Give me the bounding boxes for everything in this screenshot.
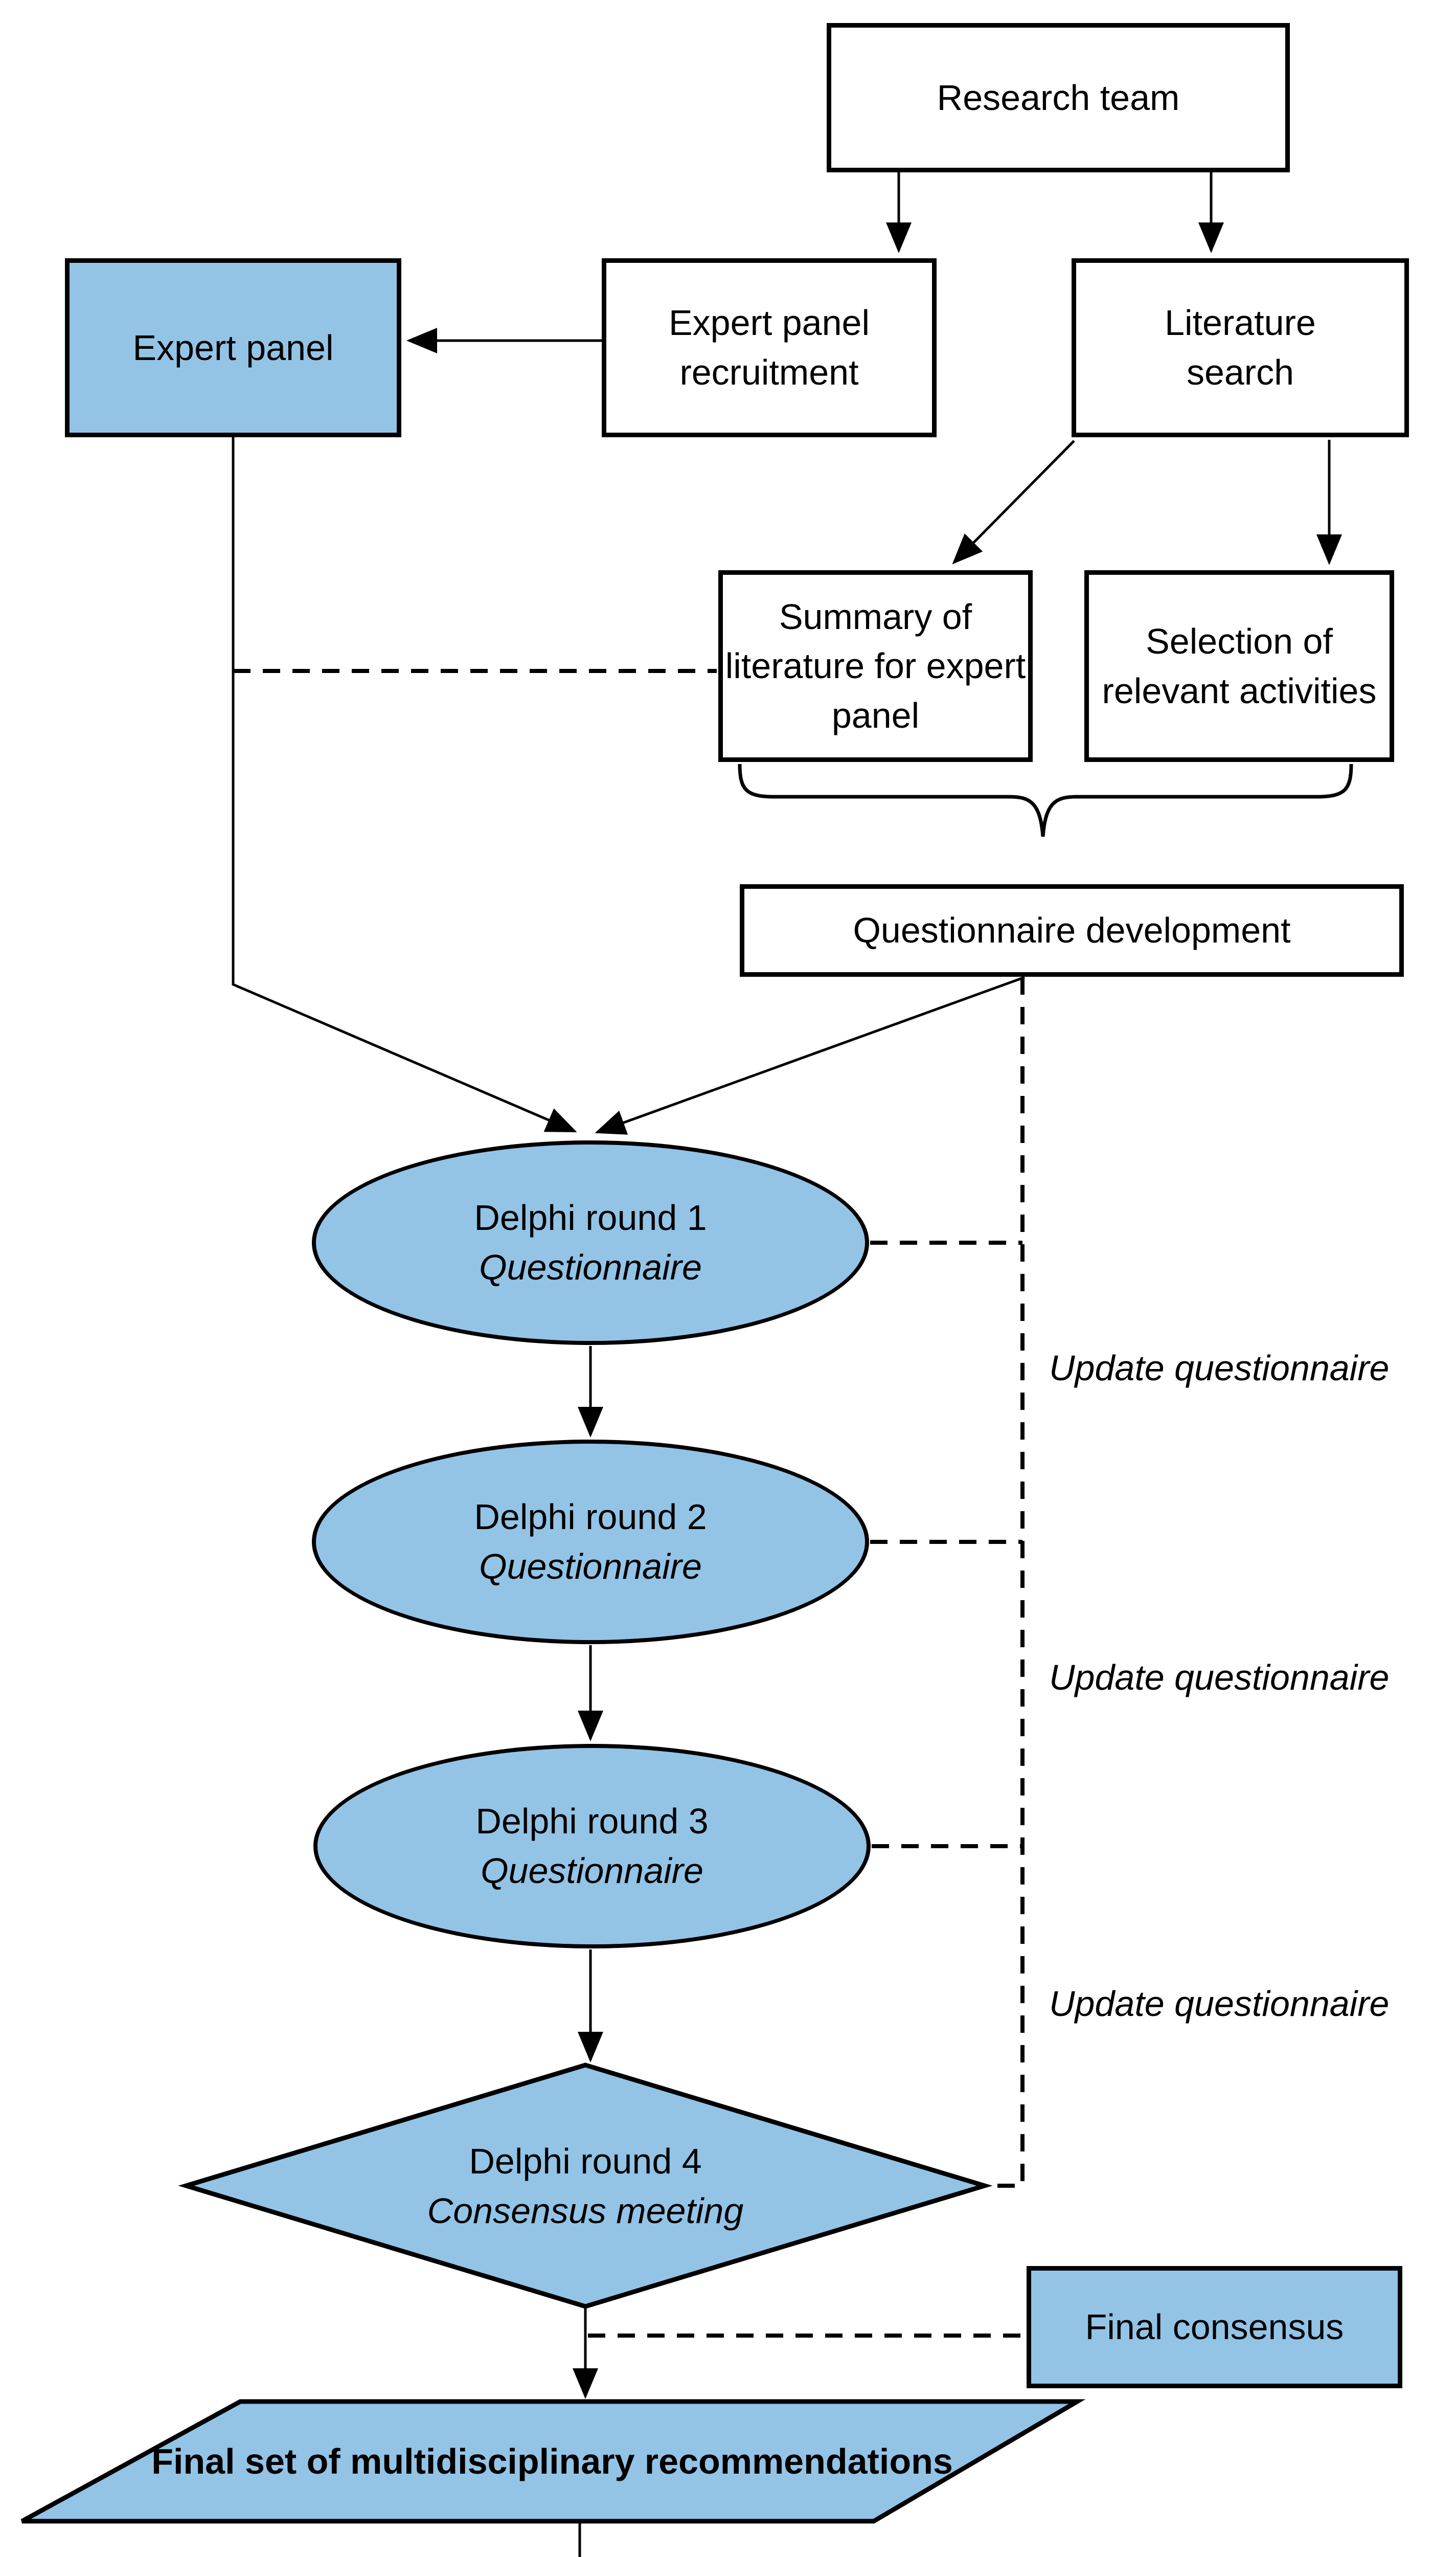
node-label: Delphi round 2 [474,1497,707,1537]
node-sublabel: Consensus meeting [427,2191,744,2231]
node-label: Expert panel [132,327,334,368]
arrow-expert-panel-to-delphi1 [232,437,577,1133]
annotation-update-questionnaire-3: Update questionnaire [1049,1984,1390,2024]
node-label: Research team [937,77,1180,118]
annotation-update-questionnaire-2: Update questionnaire [1049,1657,1390,1697]
arrow-questionnaire-dev-to-delphi1 [595,976,1025,1135]
delphi-round-4-diamond [178,2062,993,2309]
node-sublabel: Questionnaire [479,1247,702,1287]
node-selection-of-activities: Selection of relevant activities [1084,570,1394,762]
node-label: Final set of multidisciplinary recommend… [151,2441,953,2481]
node-label: Summary of literature for expert panel [725,596,1026,735]
brace [738,764,1353,837]
dashed-update-questionnaire-line [988,977,1025,2188]
node-label: Expert panel recruitment [668,303,870,392]
node-label: Delphi round 4 [469,2141,702,2182]
final-recommendations-parallelogram [20,2399,1086,2524]
node-delphi-round-2: Delphi round 2 Questionnaire [312,1440,869,1644]
node-questionnaire-development: Questionnaire development [740,884,1404,977]
node-label: Literature search [1165,303,1316,392]
node-expert-panel: Expert panel [65,258,401,437]
node-final-consensus: Final consensus [1027,2266,1402,2388]
node-summary-of-literature: Summary of literature for expert panel [718,570,1033,762]
node-expert-panel-recruitment: Expert panel recruitment [602,258,937,437]
node-label: Questionnaire development [853,910,1291,951]
node-label: Delphi round 3 [475,1801,709,1842]
node-research-team: Research team [827,23,1290,172]
node-delphi-round-1: Delphi round 1 Questionnaire [312,1140,869,1345]
annotation-update-questionnaire-1: Update questionnaire [1049,1348,1390,1388]
node-literature-search: Literature search [1072,258,1409,437]
node-label: Delphi round 1 [474,1198,707,1238]
node-final-recommendations-label: Final set of multidisciplinary recommend… [102,2404,1002,2519]
node-sublabel: Questionnaire [479,1546,702,1586]
node-delphi-round-3: Delphi round 3 Questionnaire [313,1744,871,1948]
node-label: Selection of relevant activities [1102,621,1377,711]
node-sublabel: Questionnaire [481,1851,703,1891]
arrow-literature-to-summary [952,440,1075,565]
node-delphi-round-4-label: Delphi round 4 Consensus meeting [330,2127,841,2245]
node-label: Final consensus [1085,2307,1344,2347]
